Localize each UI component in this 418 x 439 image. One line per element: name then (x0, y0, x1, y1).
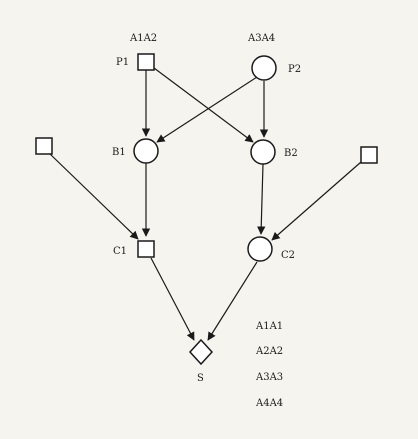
node-left-source (35, 137, 53, 155)
legend-item-1: A1A1 (255, 321, 283, 332)
node-p1 (137, 53, 155, 71)
edge-left-source-c1 (49, 153, 139, 240)
edge-b2-c2 (257, 163, 266, 235)
labels: A1A2 A3A4 P1 P2 B1 B2 C1 C2 S (112, 33, 301, 384)
edge-p2-b1 (156, 76, 258, 143)
label-c1: C1 (113, 246, 127, 257)
label-c2: C2 (281, 250, 295, 261)
node-s (188, 338, 214, 366)
genotype-legend: A1A1 A2A2 A3A3 A4A4 (255, 321, 283, 409)
edge-p1-b2 (153, 67, 254, 143)
node-c1 (137, 240, 155, 258)
node-c2 (247, 236, 273, 262)
label-p2: P2 (288, 64, 301, 75)
label-s: S (197, 373, 204, 384)
nodes (35, 53, 378, 366)
label-b2: B2 (284, 148, 298, 159)
node-b1 (133, 138, 159, 164)
edge-c2-s (207, 261, 258, 341)
node-b2 (250, 139, 276, 165)
legend-item-2: A2A2 (255, 346, 283, 357)
node-right-source (360, 146, 378, 164)
label-b1: B1 (112, 147, 126, 158)
edges (49, 67, 362, 341)
edge-c1-s (150, 257, 195, 341)
legend-item-3: A3A3 (255, 372, 283, 383)
edge-right-source-c2 (271, 161, 362, 241)
label-a3a4: A3A4 (247, 33, 275, 44)
legend-item-4: A4A4 (255, 398, 283, 409)
label-p1: P1 (116, 57, 129, 68)
label-a1a2: A1A2 (129, 33, 157, 44)
node-p2 (251, 55, 277, 81)
